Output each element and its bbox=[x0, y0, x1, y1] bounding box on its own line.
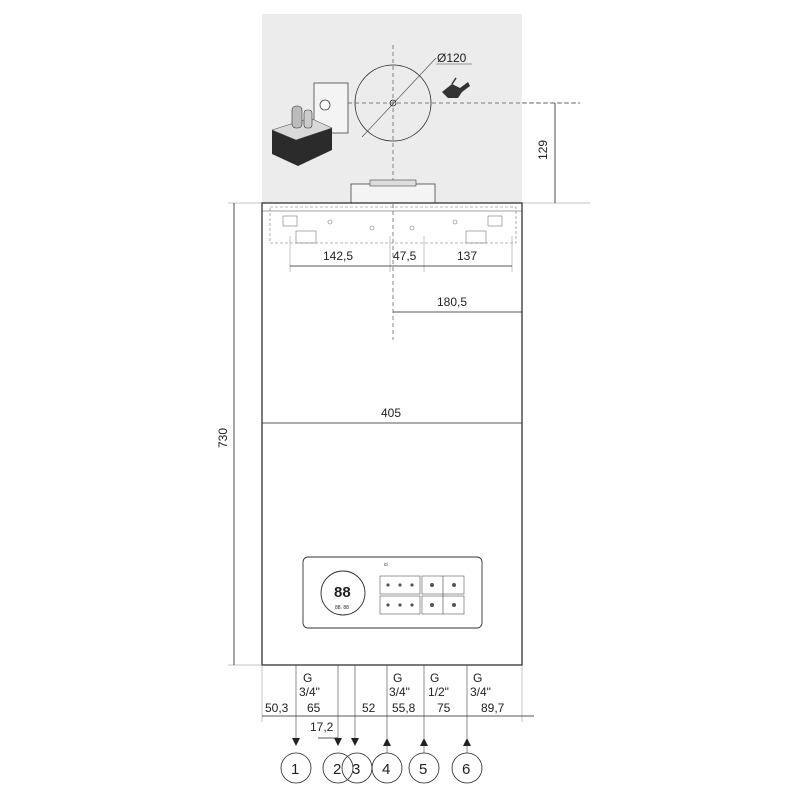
bottom-dim-1: 50,3 bbox=[265, 701, 289, 715]
button-group-3[interactable] bbox=[379, 595, 421, 615]
thread-6-size: 3/4" bbox=[470, 685, 491, 699]
bottom-dim-5: 75 bbox=[437, 701, 451, 715]
svg-text:6: 6 bbox=[462, 761, 470, 778]
button-group-1[interactable] bbox=[379, 575, 421, 595]
boiler-thumbnail-icon bbox=[271, 82, 349, 166]
connection-marker-3: 3 bbox=[341, 752, 373, 784]
thread-6-g: G bbox=[473, 671, 482, 685]
svg-text:3: 3 bbox=[352, 761, 360, 778]
flue-offset-dimension: 180,5 bbox=[392, 204, 522, 340]
connection-markers: 1 2 3 4 5 6 bbox=[280, 752, 483, 784]
svg-text:2: 2 bbox=[333, 761, 341, 778]
bracket-dim-1: 142,5 bbox=[323, 249, 353, 263]
arrows bbox=[292, 738, 471, 753]
bottom-dim-3: 52 bbox=[362, 701, 376, 715]
thread-2-size: 3/4" bbox=[299, 685, 320, 699]
display-dial bbox=[320, 570, 366, 616]
thread-4-size: 3/4" bbox=[389, 685, 410, 699]
flue-collar bbox=[350, 183, 436, 205]
svg-text:1: 1 bbox=[291, 761, 299, 778]
dimension-129: 129 bbox=[522, 102, 590, 204]
display-digits: 88 bbox=[334, 584, 351, 601]
flue-ring bbox=[369, 179, 417, 187]
bracket-dim-2: 47,5 bbox=[393, 249, 417, 263]
height-dimension: 730 bbox=[216, 202, 262, 666]
bracket-dim-3: 137 bbox=[457, 249, 477, 263]
width-dimension: 405 bbox=[262, 406, 522, 424]
boiler-width-label: 405 bbox=[381, 406, 401, 420]
thread-5-size: 1/2" bbox=[428, 685, 449, 699]
plug-icon bbox=[442, 77, 470, 98]
thread-5-g: G bbox=[430, 671, 439, 685]
svg-text:5: 5 bbox=[419, 761, 427, 778]
bottom-dimensions: 50,3 65 52 55,8 75 89,7 17,2 bbox=[261, 665, 534, 739]
bracket-dimensions: 142,5 47,5 137 bbox=[289, 236, 513, 272]
gap-dim: 17,2 bbox=[310, 720, 334, 734]
wall-panel bbox=[262, 14, 522, 204]
brand-logo: ci bbox=[384, 562, 388, 568]
thread-labels: G 3/4" G 3/4" G 1/2" G 3/4" bbox=[299, 671, 491, 699]
bottom-dim-6: 89,7 bbox=[481, 701, 505, 715]
connection-marker-1: 1 bbox=[280, 752, 312, 784]
flue-outlet: Ø120 bbox=[320, 45, 580, 200]
connection-pipes bbox=[295, 665, 468, 738]
boiler-height-label: 730 bbox=[216, 428, 230, 448]
connection-marker-4: 4 bbox=[371, 752, 403, 784]
thread-4-g: G bbox=[393, 671, 402, 685]
flue-offset-label: 180,5 bbox=[437, 295, 467, 309]
thread-2-g: G bbox=[303, 671, 312, 685]
display-sub-digits: 88. 88 bbox=[335, 605, 349, 611]
height-above-label: 129 bbox=[536, 140, 550, 160]
connection-marker-2: 2 bbox=[322, 752, 354, 784]
svg-text:4: 4 bbox=[382, 761, 390, 778]
flue-diameter-label: Ø120 bbox=[437, 51, 467, 65]
connection-marker-6: 6 bbox=[451, 752, 483, 784]
connection-marker-5: 5 bbox=[408, 752, 440, 784]
bottom-dim-4: 55,8 bbox=[392, 701, 416, 715]
bottom-dim-2: 65 bbox=[307, 701, 321, 715]
control-panel: 88 88. 88 ci bbox=[302, 556, 483, 629]
